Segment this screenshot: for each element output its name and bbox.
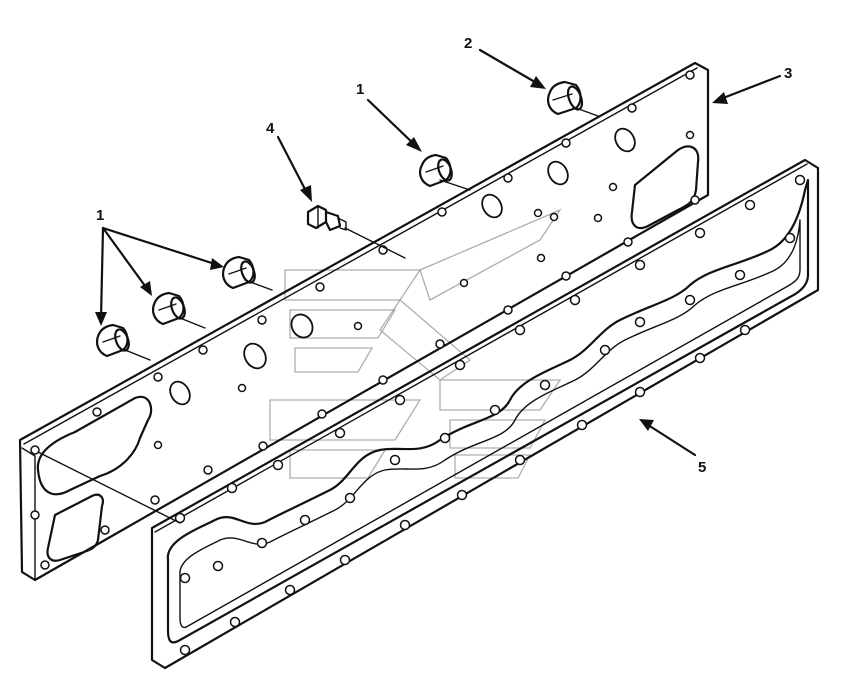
callout-4: 4 (266, 120, 275, 137)
plug-bottom (96, 323, 151, 361)
callout-3: 3 (784, 65, 792, 82)
alignment-line (37, 451, 181, 524)
gasket-part-5 (150, 158, 820, 670)
fitting-part-4 (306, 204, 406, 259)
leader-arrows (95, 48, 782, 457)
plug-top (419, 153, 471, 191)
callout-5: 5 (698, 459, 706, 476)
callout-labels: 1 2 3 4 1 5 (96, 35, 792, 476)
plug-part-1 (96, 153, 471, 361)
callout-1-top: 1 (356, 81, 364, 98)
callout-1-left: 1 (96, 207, 104, 224)
plug-mid (222, 255, 273, 291)
callout-2: 2 (464, 35, 472, 52)
plate-part-3 (18, 61, 710, 582)
plug-lower-mid (152, 291, 206, 329)
plug-part-2 (547, 80, 599, 117)
